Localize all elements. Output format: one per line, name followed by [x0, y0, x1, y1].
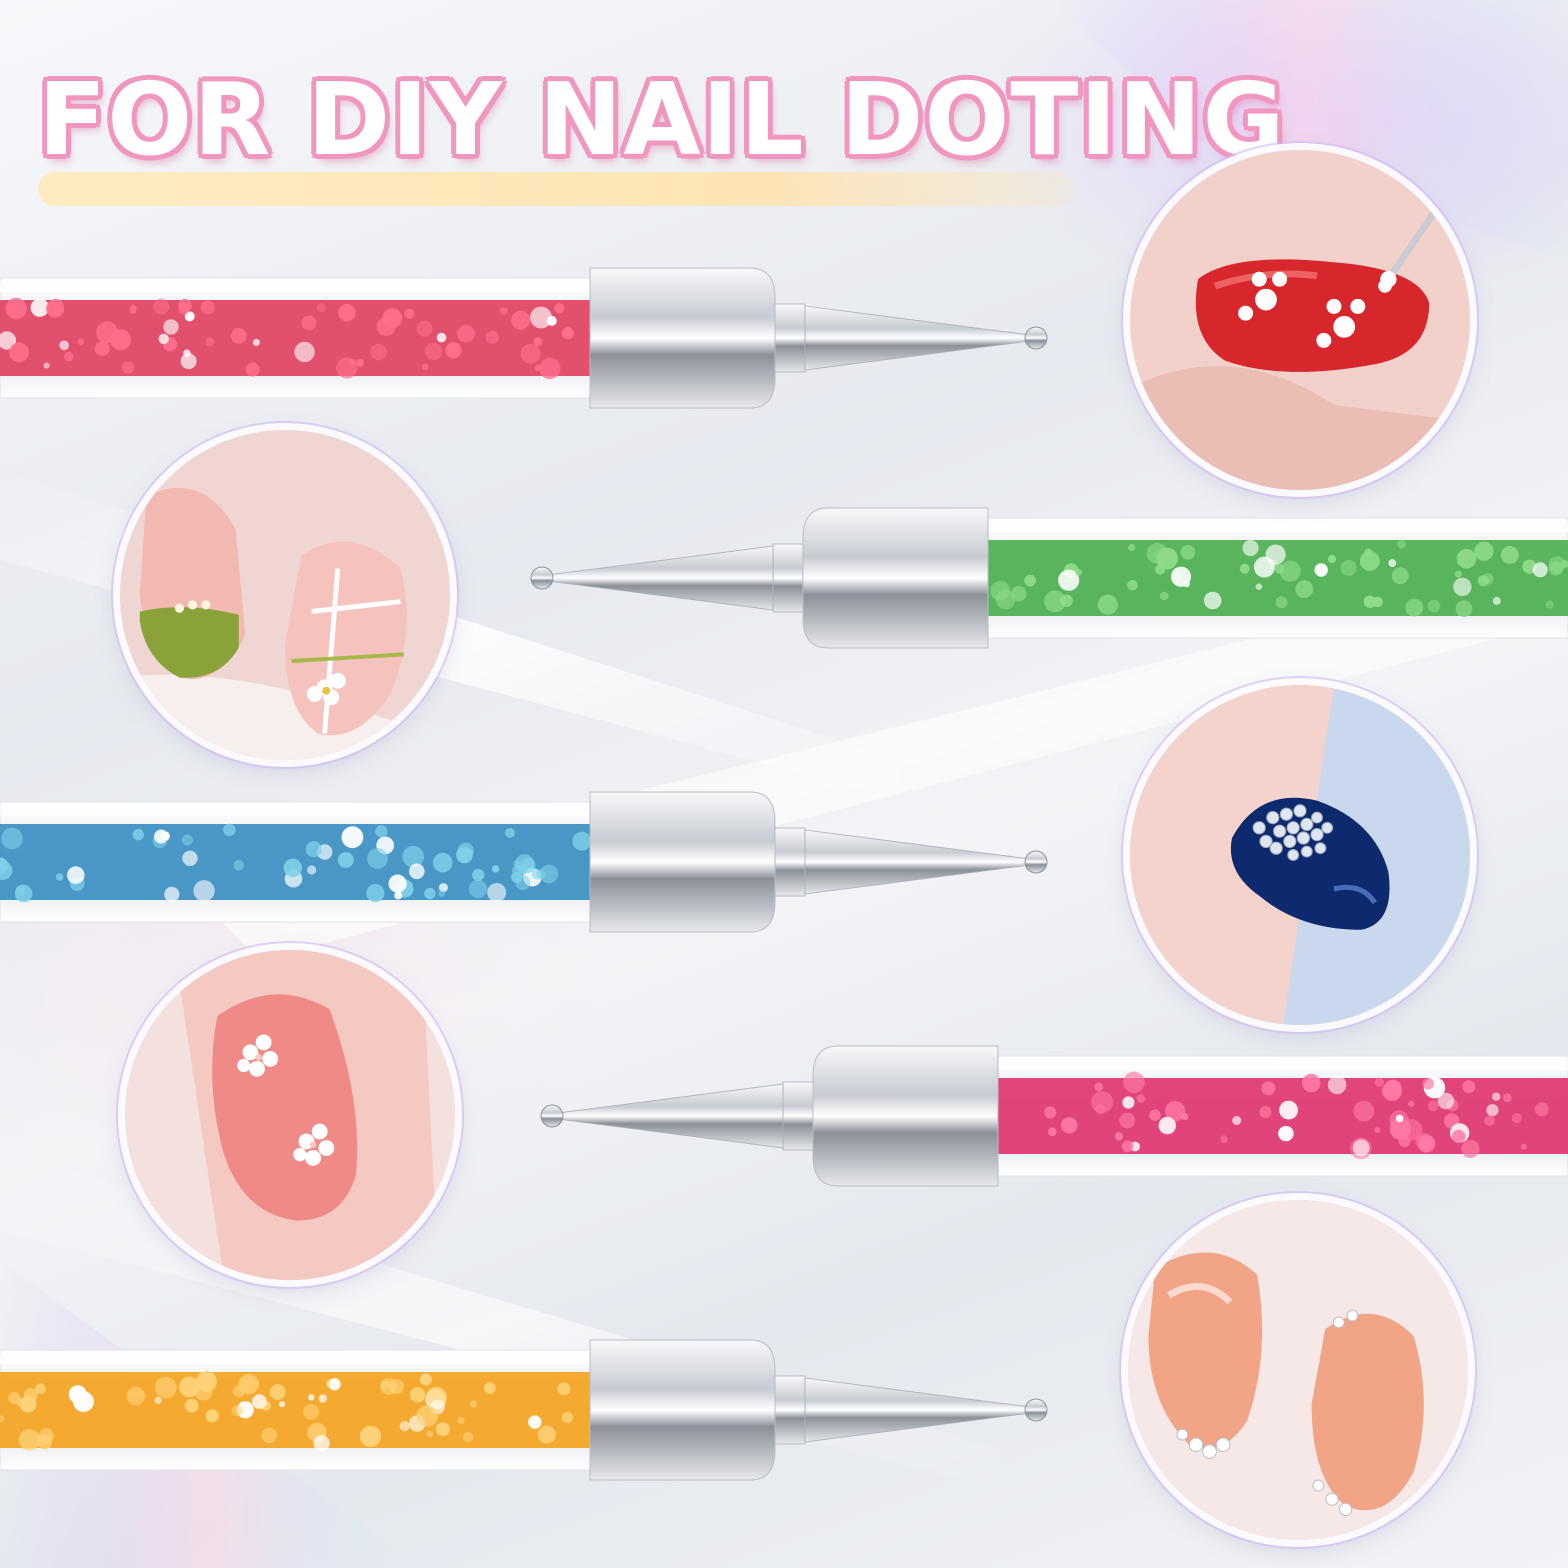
dotting-tool-red: [0, 267, 1048, 409]
glitter-flakes: [1044, 1071, 1549, 1160]
tool-ferrule: [802, 507, 989, 649]
tip-collar: [774, 827, 806, 897]
tip-collar: [774, 1375, 806, 1445]
ball-tip: [530, 566, 554, 590]
navy-rhinestone-image: [1130, 685, 1470, 1025]
tapered-tip: [804, 1377, 1031, 1443]
ball-tip: [1024, 850, 1048, 874]
glitter-flakes: [0, 1371, 574, 1452]
tool-ferrule: [589, 1339, 776, 1481]
tool-ferrule: [589, 791, 776, 933]
dotting-tool-green: [530, 507, 1568, 649]
example-red-nail-dots: [1130, 150, 1470, 490]
tip-collar: [782, 1081, 814, 1151]
glitter-flakes: [990, 539, 1568, 618]
glitter-flakes: [0, 823, 592, 903]
tip-collar: [774, 303, 806, 373]
example-navy-rhinestone: [1130, 685, 1470, 1025]
peach-gradient-gems-image: [1128, 1200, 1468, 1540]
glitter-flakes: [0, 298, 574, 380]
tapered-tip: [804, 305, 1031, 371]
dotting-tool-magenta: [540, 1045, 1568, 1187]
tip-collar: [772, 543, 804, 613]
banner-title: FOR DIY NAIL DOTING: [38, 61, 1286, 178]
green-french-flower-image: [120, 430, 450, 760]
tapered-tip: [547, 545, 774, 611]
title-underline: [38, 172, 1074, 206]
tapered-tip: [804, 829, 1031, 895]
ball-tip: [540, 1104, 564, 1128]
tool-ferrule: [812, 1045, 999, 1187]
example-peach-gradient-gems: [1128, 1200, 1468, 1540]
red-nail-dots-image: [1130, 150, 1470, 490]
example-green-french-flower: [120, 430, 450, 760]
dotting-tool-orange: [0, 1339, 1048, 1481]
ball-tip: [1024, 326, 1048, 350]
pink-flower-dots-image: [125, 950, 455, 1280]
tool-ferrule: [589, 267, 776, 409]
tapered-tip: [557, 1083, 784, 1149]
ball-tip: [1024, 1398, 1048, 1422]
example-pink-flower-dots: [125, 950, 455, 1280]
dotting-tool-blue: [0, 791, 1048, 933]
